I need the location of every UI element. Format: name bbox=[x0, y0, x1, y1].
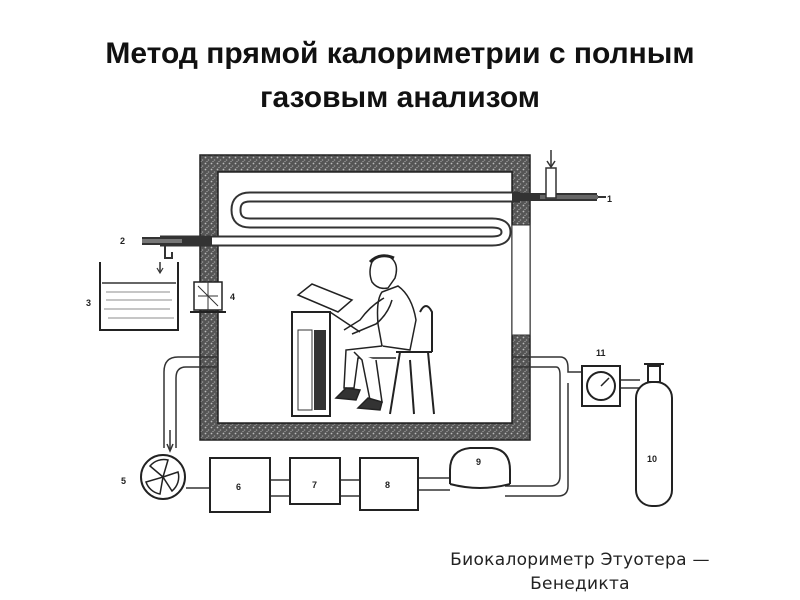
title-line-1: Метод прямой калориметрии с полным bbox=[105, 37, 695, 70]
label-7: 7 bbox=[312, 480, 317, 490]
absorber-8 bbox=[359, 457, 419, 511]
chair bbox=[389, 305, 435, 415]
coil-pipe bbox=[160, 191, 520, 247]
caption-line-1: Биокалориметр Этуотера — bbox=[450, 550, 710, 570]
label-3: 3 bbox=[86, 298, 91, 308]
collecting-vessel bbox=[99, 262, 179, 331]
air-lock-window bbox=[190, 281, 226, 313]
label-6: 6 bbox=[236, 482, 241, 492]
thermometer-1 bbox=[512, 193, 606, 201]
gas-circuit bbox=[163, 356, 640, 497]
water-inlet bbox=[545, 150, 557, 199]
label-11: 11 bbox=[596, 348, 606, 358]
oxygen-flow-meter bbox=[581, 365, 621, 407]
label-5: 5 bbox=[121, 476, 126, 486]
label-8: 8 bbox=[385, 480, 390, 490]
oxygen-cylinder bbox=[635, 363, 673, 507]
seated-subject-figure bbox=[334, 254, 417, 411]
slide-title: Метод прямой калориметрии с полным газов… bbox=[0, 32, 800, 120]
gas-meter-9 bbox=[449, 447, 511, 489]
desk-cabinet bbox=[291, 283, 361, 417]
absorber-7 bbox=[289, 457, 341, 505]
label-2: 2 bbox=[120, 236, 125, 246]
thermometer-2 bbox=[142, 237, 212, 245]
right-wall-pipe bbox=[511, 224, 531, 336]
label-1: 1 bbox=[607, 194, 612, 204]
title-line-2: газовым анализом bbox=[260, 81, 540, 114]
label-10: 10 bbox=[647, 454, 657, 464]
caption-line-2: Бенедикта bbox=[530, 574, 630, 594]
fan-blower bbox=[140, 430, 186, 500]
label-4: 4 bbox=[230, 292, 235, 302]
label-9: 9 bbox=[476, 457, 481, 467]
figure-caption: Биокалориметр Этуотера — Бенедикта bbox=[400, 548, 760, 596]
water-outlet-tap bbox=[156, 245, 173, 275]
absorber-6 bbox=[209, 457, 271, 513]
